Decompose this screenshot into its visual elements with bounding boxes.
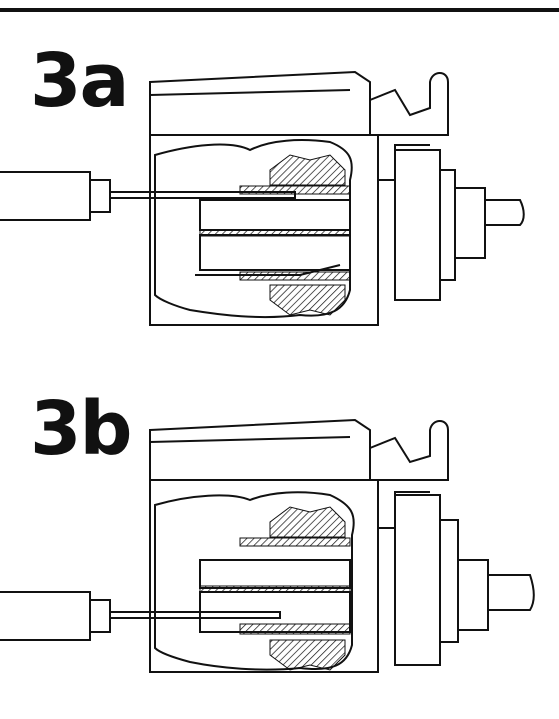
inner-contact-upper xyxy=(199,559,351,589)
rear-flange xyxy=(394,494,441,666)
connector-diagram-3a xyxy=(0,70,525,326)
housing-body xyxy=(149,134,379,326)
center-bar xyxy=(199,585,351,593)
nut-upper xyxy=(269,154,346,186)
figure-label-3b: 3b xyxy=(30,386,132,472)
sleeve-lower xyxy=(239,623,351,635)
housing-top xyxy=(149,418,371,481)
rear-flange-step xyxy=(440,519,459,643)
cable xyxy=(488,574,535,611)
cable-gland xyxy=(457,559,489,631)
tool-handle xyxy=(0,171,91,221)
tool-shaft xyxy=(109,191,296,199)
cable xyxy=(485,199,525,226)
nut-upper xyxy=(269,506,346,538)
latch xyxy=(369,72,449,136)
inner-contact-upper xyxy=(199,199,351,231)
inner-contact-lower xyxy=(199,234,351,271)
cutaway-outline xyxy=(154,491,355,671)
sleeve-upper xyxy=(239,185,351,195)
latch xyxy=(369,420,449,481)
cutaway-outline xyxy=(154,139,353,319)
nut-lower xyxy=(269,284,346,316)
housing-top xyxy=(149,70,371,136)
rear-flange-step xyxy=(440,169,456,281)
top-rule xyxy=(0,8,559,12)
cable-gland xyxy=(454,187,486,259)
housing-upper-line xyxy=(149,436,351,443)
sleeve-upper xyxy=(239,537,351,547)
rear-flange xyxy=(394,149,441,301)
figure-label-3a: 3a xyxy=(30,38,129,124)
housing-upper-line xyxy=(149,89,351,96)
tool-collar xyxy=(89,179,111,213)
latch-arm xyxy=(377,135,430,181)
tool-handle xyxy=(0,591,91,641)
nut-lower xyxy=(269,639,346,671)
sleeve-lower xyxy=(239,271,351,281)
latch-arm xyxy=(377,480,430,529)
housing-body xyxy=(149,479,379,673)
tool-collar xyxy=(89,599,111,633)
connector-diagram-3b xyxy=(0,418,535,673)
tool-shaft xyxy=(109,611,281,619)
center-bar xyxy=(199,229,351,237)
